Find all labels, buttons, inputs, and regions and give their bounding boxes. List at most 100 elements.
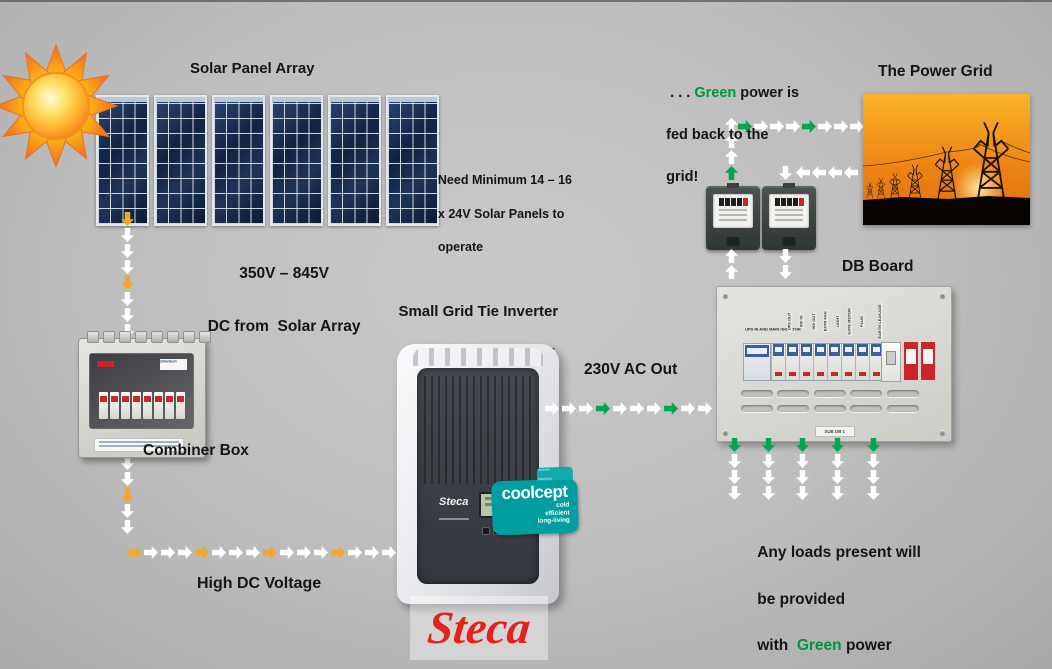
flow-arrow	[762, 470, 775, 484]
flow-arrow	[280, 546, 294, 559]
flow-arrow	[831, 438, 844, 452]
flow-arrow	[562, 402, 576, 415]
flow-arrow	[297, 546, 311, 559]
note-line: x 24V Solar Panels to	[437, 206, 565, 221]
flow-arrow	[796, 438, 809, 452]
flow-arrow	[664, 402, 678, 415]
flow-arrow	[867, 486, 880, 500]
combiner-breakers	[99, 392, 185, 419]
flow-arrow	[850, 120, 864, 133]
steca-logo: Steca	[410, 596, 548, 660]
circuit-label: EARTH LEAKAGE	[877, 302, 883, 340]
solar-array-title: Solar Panel Array	[190, 60, 315, 77]
flow-arrow	[121, 244, 134, 258]
main-isolator	[743, 343, 771, 381]
flow-arrow	[246, 546, 260, 559]
flow-arrow	[195, 546, 209, 559]
flow-arrow	[121, 212, 134, 226]
grid-tie-inverter: Steca inverter topology coolcept cold ef…	[397, 344, 579, 604]
solar-panel	[212, 95, 265, 226]
flow-arrow	[728, 438, 741, 452]
flow-arrow	[796, 470, 809, 484]
combiner-brand: Sinetech	[160, 359, 177, 364]
cable-glands	[87, 331, 211, 343]
high-dc-voltage-label: High DC Voltage	[197, 575, 322, 592]
coolcept-badge-sub: cold efficient long-living	[537, 500, 570, 525]
flow-arrow	[867, 438, 880, 452]
flow-arrow	[382, 546, 396, 559]
flow-arrow	[796, 486, 809, 500]
flow-arrow	[121, 520, 134, 534]
flow-arrow	[121, 292, 134, 306]
inverter-title-line: Small Grid Tie Inverter	[398, 303, 559, 320]
flow-meter-up	[725, 118, 738, 180]
sun-icon	[0, 44, 118, 168]
flow-arrow	[161, 546, 175, 559]
flow-arrow	[121, 488, 134, 502]
solar-panel	[154, 95, 207, 226]
inverter-cooling-fins	[413, 348, 543, 366]
flow-arrow	[831, 454, 844, 468]
brand-sticker: Sinetech	[160, 359, 187, 370]
flow-arrow	[314, 546, 328, 559]
solar-panel	[96, 95, 149, 226]
flow-ac-out	[545, 402, 712, 415]
dc-range: 350V – 845V	[239, 265, 329, 283]
solar-panel	[328, 95, 381, 226]
flow-arrow	[545, 402, 559, 415]
flow-load	[728, 438, 741, 500]
db-board-label: DB Board	[842, 258, 914, 275]
flow-arrow	[779, 265, 792, 279]
flow-arrow	[121, 228, 134, 242]
import-meter	[762, 183, 816, 250]
warning-sticker	[97, 361, 114, 367]
flow-arrow	[844, 166, 858, 179]
loads-note: Any loads present will be provided with …	[757, 544, 921, 655]
power-grid-photo	[863, 94, 1030, 225]
flow-load	[831, 438, 844, 500]
sub-db-label: SUB DB 1	[815, 426, 855, 437]
solar-panel	[270, 95, 323, 226]
dc-source: DC from Solar Array	[207, 318, 361, 336]
feedback-note: . . . Green power is fed back to the gri…	[666, 85, 800, 186]
coolcept-badge-tab: inverter topology	[536, 466, 574, 481]
flow-arrow	[579, 402, 593, 415]
flow-load	[796, 438, 809, 500]
flow-into-meter	[779, 166, 792, 180]
circuit-label: LIGHT	[835, 313, 841, 328]
coolcept-badge: inverter topology coolcept cold efficien…	[491, 466, 579, 536]
note-line: Need Minimum 14 – 16	[437, 172, 572, 187]
flow-arrow	[728, 486, 741, 500]
flow-arrow	[831, 486, 844, 500]
flow-arrow	[796, 454, 809, 468]
green-word: Green	[796, 637, 842, 655]
flow-array-to-combiner	[121, 212, 134, 338]
combiner-label-strip	[94, 438, 184, 452]
earth-leakage-section	[881, 342, 935, 382]
solar-panel-array	[96, 95, 439, 226]
flow-arrow	[725, 249, 738, 263]
flow-arrow	[212, 546, 226, 559]
flow-arrow	[867, 470, 880, 484]
circuit-label: EXTR FAN	[823, 310, 829, 332]
flow-to-grid	[738, 120, 864, 133]
inverter-model-line	[439, 518, 469, 520]
circuit-label-main: UPS IN AND MAIN ISOLATOR	[745, 327, 801, 332]
flow-arrow	[681, 402, 695, 415]
combiner-window: Sinetech	[89, 353, 194, 429]
panels-requirement-note: Need Minimum 14 – 16 x 24V Solar Panels …	[424, 155, 586, 273]
flow-high-dc	[127, 546, 396, 559]
flow-arrow	[121, 456, 134, 470]
flow-arrow	[121, 308, 134, 322]
db-board: UPS IN AND MAIN ISOLATOR UPS OUT INV IN …	[716, 286, 952, 442]
flow-arrow	[728, 454, 741, 468]
breaker-row	[743, 343, 883, 381]
flow-arrow	[331, 546, 345, 559]
flow-arrow	[762, 486, 775, 500]
flow-arrow	[779, 249, 792, 263]
flow-arrow	[229, 546, 243, 559]
flow-meter-to-db	[779, 249, 792, 279]
circuit-label: UPS OUT	[787, 311, 793, 331]
flow-arrow	[725, 265, 738, 279]
